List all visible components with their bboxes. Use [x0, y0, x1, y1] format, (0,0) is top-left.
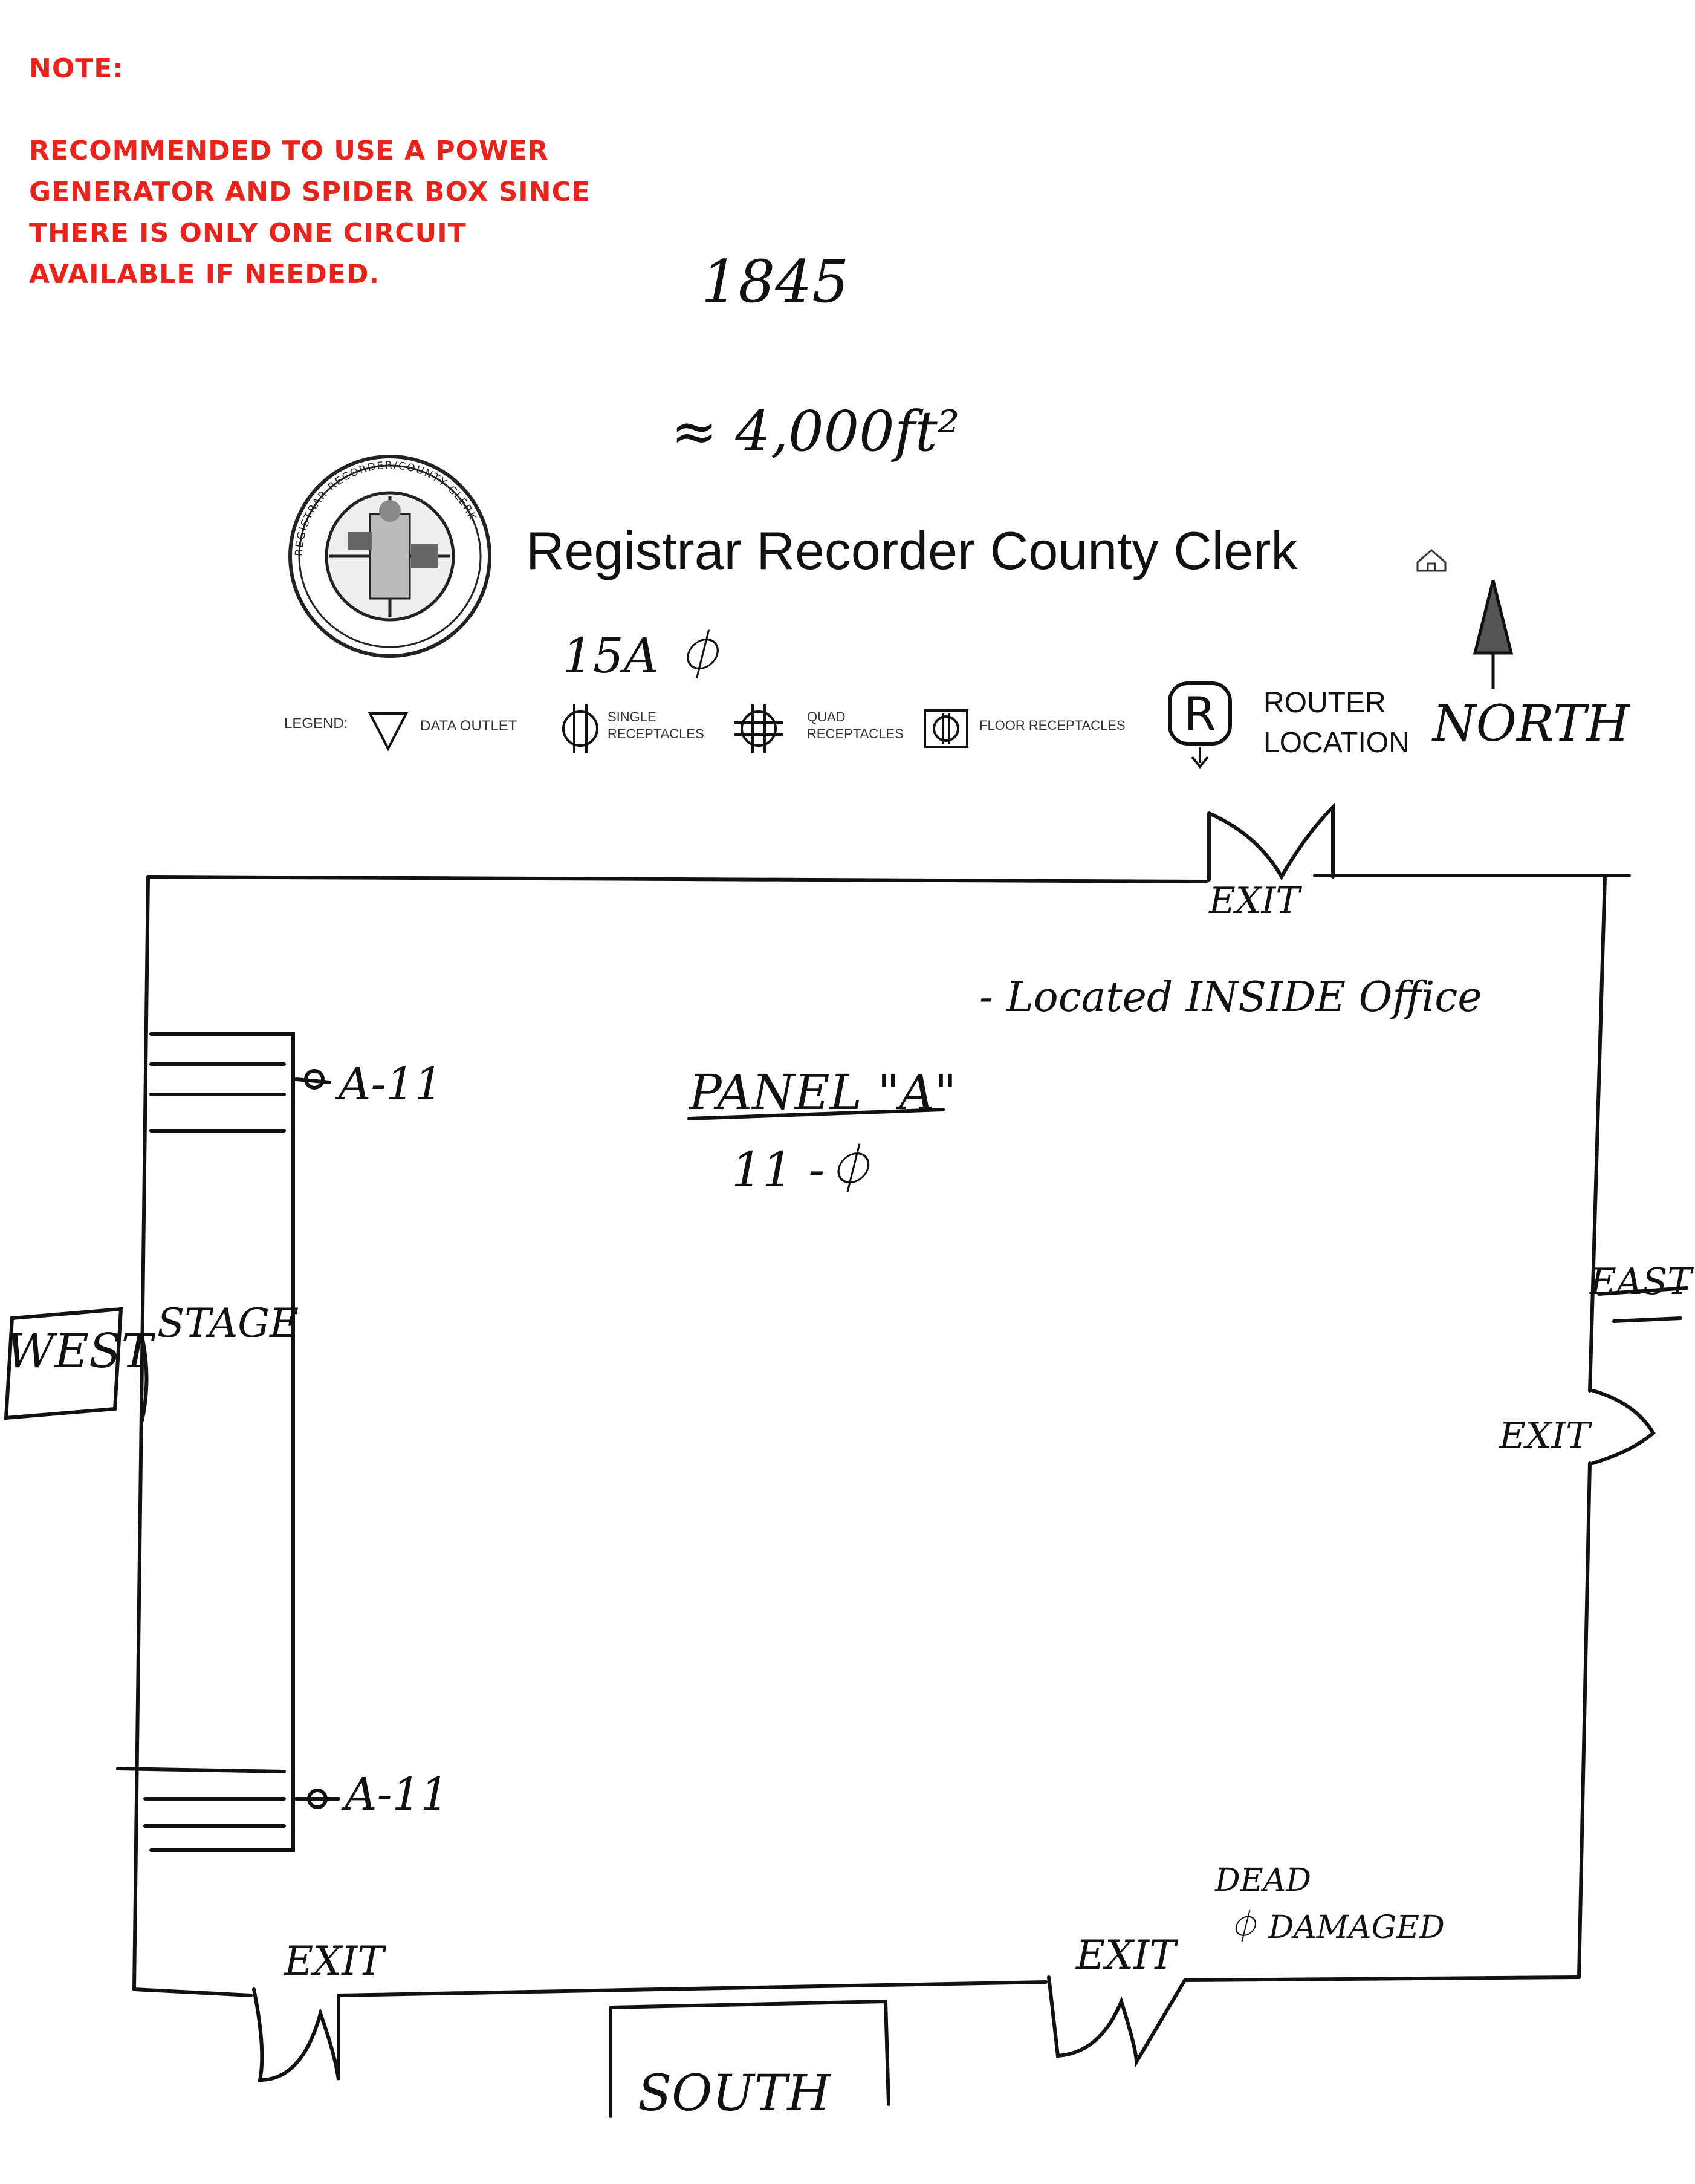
- panel-label: PANEL "A": [689, 1064, 957, 1120]
- south-label: SOUTH: [638, 2065, 831, 2122]
- north-arrow-icon: [1473, 580, 1514, 689]
- triangle-icon: [368, 712, 409, 752]
- svg-text:R: R: [1184, 687, 1216, 741]
- county-seal: REGISTRAR-RECORDER/COUNTY CLERK: [288, 455, 491, 658]
- legend-item-label: DATA OUTLET: [420, 718, 517, 734]
- stage-label: STAGE: [157, 1300, 299, 1347]
- outlet-label: A-11: [339, 1058, 443, 1110]
- north-label: NORTH: [1433, 695, 1630, 753]
- note-line: AVAILABLE IF NEEDED.: [29, 259, 380, 290]
- router-icon: R: [1168, 681, 1232, 769]
- floor-receptacle-icon: [924, 709, 968, 748]
- svg-text:REGISTRAR-RECORDER/COUNTY CLER: REGISTRAR-RECORDER/COUNTY CLERK: [293, 460, 479, 556]
- legend-item-label: ROUTER LOCATION: [1263, 687, 1410, 759]
- legend-item-label: QUAD RECEPTACLES: [807, 709, 904, 741]
- note-line: GENERATOR AND SPIDER BOX SINCE: [29, 177, 591, 207]
- exit-label: EXIT: [1076, 1932, 1176, 1978]
- exit-label: EXIT: [1209, 880, 1300, 922]
- legend-item-label: SINGLE RECEPTACLES: [608, 709, 704, 741]
- handwritten-amps: 15A ⏀: [562, 628, 722, 684]
- note-block: NOTE: RECOMMENDED TO USE A POWER GENERAT…: [29, 48, 621, 295]
- damaged-label: ⏀ DAMAGED: [1227, 1909, 1445, 1946]
- handwritten-area: ≈ 4,000ft²: [671, 399, 960, 464]
- note-line: RECOMMENDED TO USE A POWER: [29, 135, 549, 166]
- west-label: WEST: [6, 1324, 153, 1379]
- exit-label: EXIT: [1499, 1415, 1590, 1457]
- panel-circuit: 11 -⏀: [731, 1142, 873, 1198]
- east-label: EAST: [1590, 1261, 1692, 1303]
- home-icon: [1416, 549, 1447, 572]
- single-receptacle-icon: [562, 704, 598, 753]
- note-line: THERE IS ONLY ONE CIRCUIT: [29, 218, 467, 249]
- panel-location: - Located INSIDE Office: [979, 973, 1482, 1021]
- quad-receptacle-icon: [734, 704, 783, 753]
- legend-item-label: FLOOR RECEPTACLES: [979, 718, 1126, 733]
- note-title: NOTE:: [29, 53, 124, 84]
- legend-label: LEGEND:: [284, 715, 348, 732]
- page-title: Registrar Recorder County Clerk: [526, 521, 1298, 580]
- exit-label: EXIT: [284, 1938, 384, 1984]
- dead-label: DEAD: [1215, 1862, 1311, 1899]
- handwritten-number: 1845: [701, 248, 849, 316]
- outlet-label: A-11: [345, 1769, 449, 1821]
